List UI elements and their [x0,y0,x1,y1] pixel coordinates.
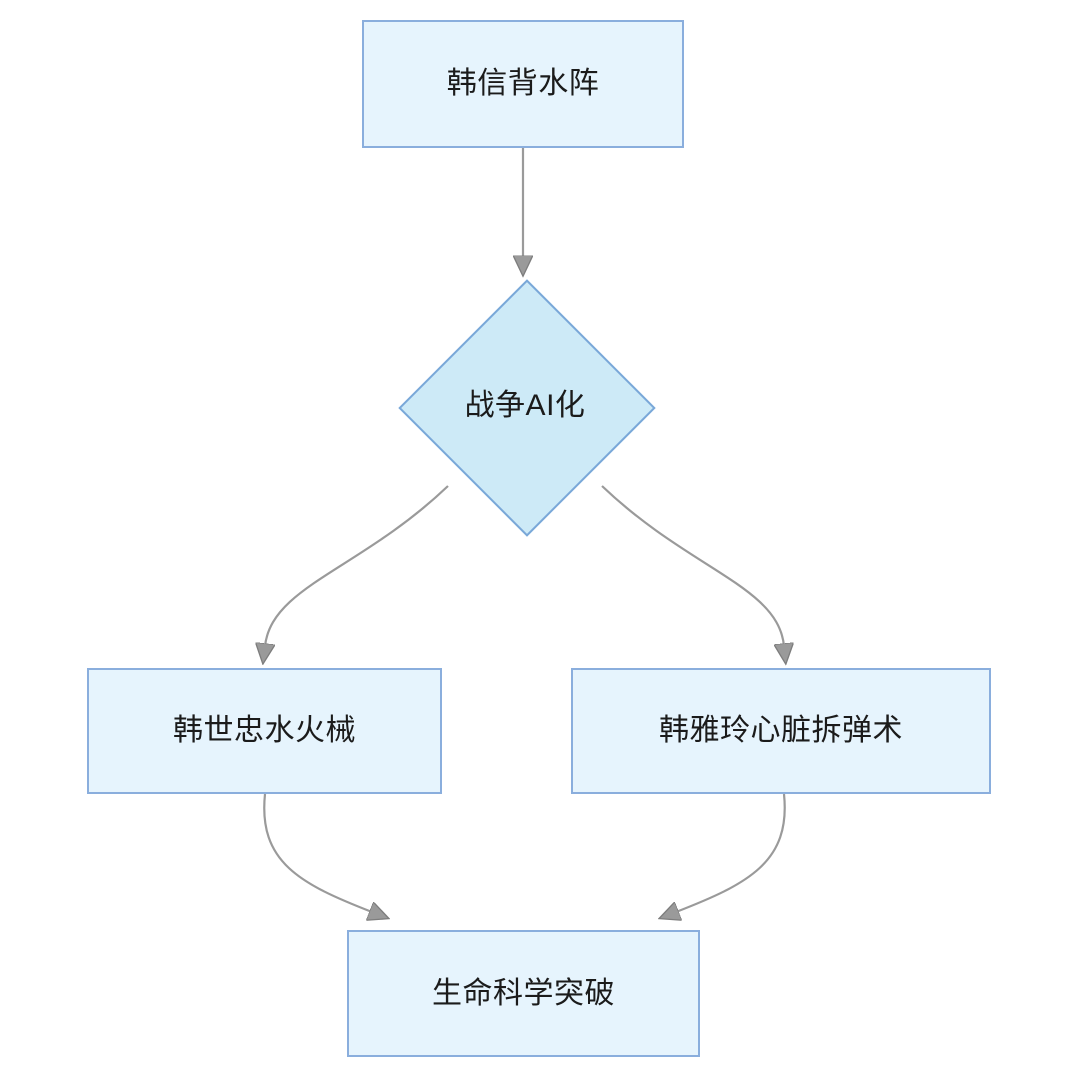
edge-decision-right [601,485,784,646]
node-branch-right-label: 韩雅玲心脏拆弹术 [659,714,903,747]
node-start[interactable]: 韩信背水阵 [362,20,684,148]
node-branch-right[interactable]: 韩雅玲心脏拆弹术 [571,668,991,794]
node-start-label: 韩信背水阵 [446,67,600,100]
node-decision[interactable]: 战争AI化 [398,279,656,537]
edge-left-end [263,793,372,912]
node-branch-left-label: 韩世忠水火械 [173,714,356,747]
edge-decision-left [265,485,449,646]
edge-right-end [676,793,786,912]
node-decision-label: 战争AI化 [464,389,586,422]
node-end-label: 生命科学突破 [432,976,615,1010]
node-end[interactable]: 生命科学突破 [347,930,700,1057]
node-branch-left[interactable]: 韩世忠水火械 [87,668,442,794]
